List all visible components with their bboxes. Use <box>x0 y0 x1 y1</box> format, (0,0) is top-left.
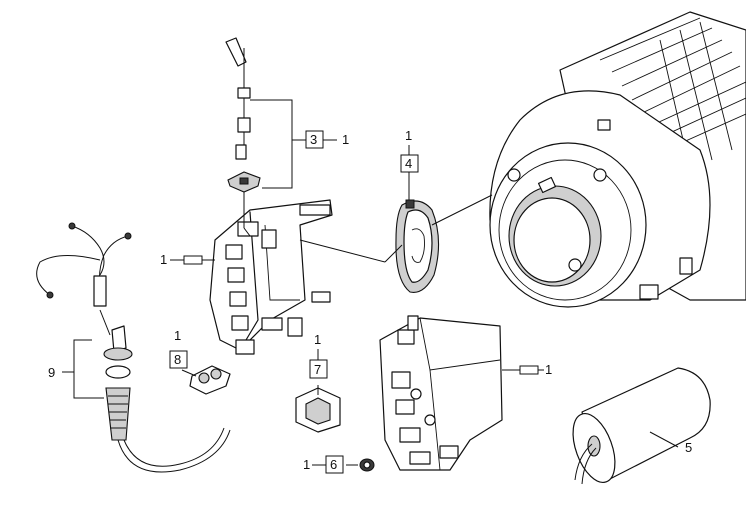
callout-4-qty: 1 <box>405 128 412 143</box>
callout-5: 5 <box>685 440 692 455</box>
callout-7: 1 7 <box>309 332 328 379</box>
callout-3-qty: 1 <box>342 132 349 147</box>
callout-housing-qty: 1 <box>160 252 167 267</box>
nut-part-6 <box>346 458 375 472</box>
clip-part-7 <box>295 385 341 433</box>
probe-part-3 <box>225 37 308 237</box>
callout-3-number: 3 <box>310 132 317 147</box>
callout-9: 9 <box>48 365 55 380</box>
capacitor-part-5 <box>572 367 711 485</box>
motor-assembly <box>489 11 746 308</box>
callout-7-qty: 1 <box>314 332 321 347</box>
switch-terminals <box>391 315 459 465</box>
callout-switch-ref: 1 <box>519 362 552 377</box>
grommet-part-8 <box>181 365 231 395</box>
callout-8-number: 8 <box>174 352 181 367</box>
callout-4: 1 4 <box>400 128 419 200</box>
callout-4-number: 4 <box>405 156 412 171</box>
housing-clips <box>225 204 331 355</box>
seal-ring-part-4 <box>395 194 493 293</box>
callout-housing-ref: 1 <box>160 252 215 267</box>
callout-9-number: 9 <box>48 365 55 380</box>
cable-part-9 <box>36 222 231 473</box>
callout-8: 1 8 <box>169 328 188 369</box>
callout-6-qty: 1 <box>303 457 310 472</box>
housing-bracket <box>209 199 403 355</box>
callout-3: 3 1 <box>305 130 349 149</box>
callout-6-number: 6 <box>330 457 337 472</box>
switch-assembly <box>379 315 520 471</box>
callout-switch-qty: 1 <box>545 362 552 377</box>
motor-mount-bosses <box>507 119 693 300</box>
callout-6: 1 6 <box>303 455 344 474</box>
callout-7-number: 7 <box>314 362 321 377</box>
callout-5-number: 5 <box>685 440 692 455</box>
callout-8-qty: 1 <box>174 328 181 343</box>
